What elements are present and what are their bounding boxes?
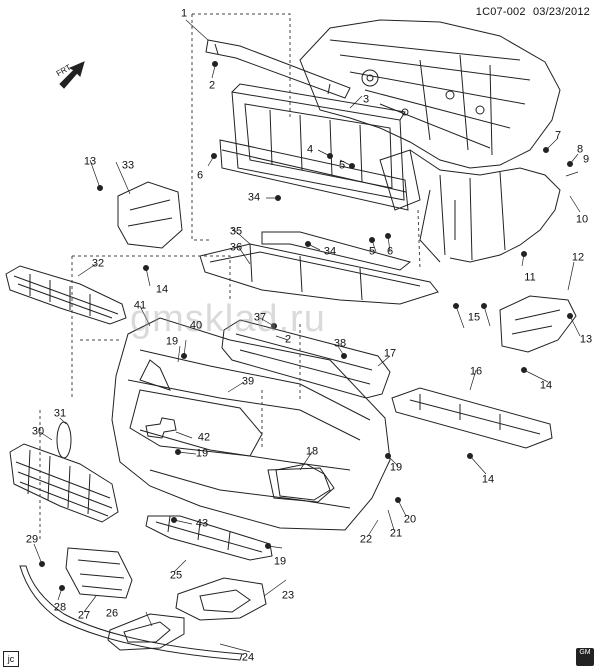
callout-16: 16 bbox=[469, 365, 483, 378]
callout-19: 19 bbox=[273, 555, 287, 568]
callout-17: 17 bbox=[383, 347, 397, 360]
callout-19: 19 bbox=[389, 461, 403, 474]
bowtie-emblem bbox=[145, 417, 177, 439]
callout-14: 14 bbox=[481, 473, 495, 486]
energy-absorber bbox=[199, 231, 439, 305]
callout-42: 42 bbox=[197, 431, 211, 444]
callout-34: 34 bbox=[323, 245, 337, 258]
callout-31: 31 bbox=[53, 407, 67, 420]
callout-14: 14 bbox=[155, 283, 169, 296]
callout-38: 38 bbox=[333, 337, 347, 350]
drawing-date: 03/23/2012 bbox=[532, 6, 590, 18]
upper-tie-bar bbox=[205, 39, 351, 99]
callout-4: 4 bbox=[306, 143, 314, 156]
callout-10: 10 bbox=[575, 213, 589, 226]
callout-41: 41 bbox=[133, 299, 147, 312]
lower-grille bbox=[9, 443, 119, 523]
callout-29: 29 bbox=[25, 533, 39, 546]
callout-34: 34 bbox=[247, 191, 261, 204]
fog-lamp-bezel bbox=[107, 577, 267, 651]
callout-12: 12 bbox=[571, 251, 585, 264]
callout-8: 8 bbox=[576, 143, 584, 156]
callout-23: 23 bbox=[281, 589, 295, 602]
callout-25: 25 bbox=[169, 569, 183, 582]
drawing-code: 1C07-002 bbox=[475, 6, 526, 18]
radiator-support bbox=[231, 83, 406, 201]
callout-6: 6 bbox=[196, 169, 204, 182]
callout-36: 36 bbox=[229, 241, 243, 254]
callout-28: 28 bbox=[53, 601, 67, 614]
callout-6: 6 bbox=[386, 245, 394, 258]
watermark: gmsklad.ru bbox=[130, 298, 326, 340]
callout-40: 40 bbox=[189, 319, 203, 332]
callout-33: 33 bbox=[121, 159, 135, 172]
bumper-fascia bbox=[111, 317, 391, 531]
lower-spoiler bbox=[19, 565, 243, 661]
callout-9: 9 bbox=[582, 153, 590, 166]
bumper-lamp-area bbox=[275, 463, 331, 501]
gm-logo: GM bbox=[576, 648, 594, 666]
callout-39: 39 bbox=[241, 375, 255, 388]
callout-13: 13 bbox=[579, 333, 593, 346]
callout-24: 24 bbox=[241, 651, 255, 664]
callout-20: 20 bbox=[403, 513, 417, 526]
callout-5: 5 bbox=[368, 245, 376, 258]
corner-tag: jc bbox=[3, 651, 19, 667]
body-structure bbox=[299, 19, 561, 263]
callout-21: 21 bbox=[389, 527, 403, 540]
fasteners bbox=[39, 61, 573, 591]
callout-18: 18 bbox=[305, 445, 319, 458]
callout-3: 3 bbox=[362, 93, 370, 106]
reference-frames bbox=[39, 13, 421, 540]
callout-2: 2 bbox=[208, 79, 216, 92]
callout-13: 13 bbox=[83, 155, 97, 168]
callout-27: 27 bbox=[77, 609, 91, 622]
lower-bar-grille bbox=[145, 515, 273, 561]
callout-19: 19 bbox=[195, 447, 209, 460]
callout-35: 35 bbox=[229, 225, 243, 238]
callout-5: 5 bbox=[338, 159, 346, 172]
license-bracket bbox=[65, 547, 133, 599]
callout-11: 11 bbox=[524, 271, 536, 284]
callout-22: 22 bbox=[359, 533, 373, 546]
callout-14: 14 bbox=[539, 379, 553, 392]
underbody-shield bbox=[391, 387, 553, 449]
callout-30: 30 bbox=[31, 425, 45, 438]
forward-arrow-icon bbox=[59, 61, 85, 89]
right-deflector bbox=[499, 295, 577, 353]
callout-15: 15 bbox=[467, 311, 481, 324]
callout-37: 37 bbox=[253, 311, 267, 324]
callout-26: 26 bbox=[105, 607, 119, 620]
callout-1: 1 bbox=[180, 7, 188, 20]
seal-strip bbox=[56, 421, 72, 459]
callout-32: 32 bbox=[91, 257, 105, 270]
callout-2: 2 bbox=[284, 333, 292, 346]
drawing-header: 1C07-002 03/23/2012 bbox=[476, 6, 590, 18]
callout-7: 7 bbox=[554, 129, 562, 142]
callout-43: 43 bbox=[195, 517, 209, 530]
lower-absorber bbox=[221, 319, 391, 399]
impact-bar bbox=[219, 139, 409, 211]
left-deflector bbox=[117, 181, 183, 249]
callout-19: 19 bbox=[165, 335, 179, 348]
upper-grille bbox=[5, 265, 127, 325]
